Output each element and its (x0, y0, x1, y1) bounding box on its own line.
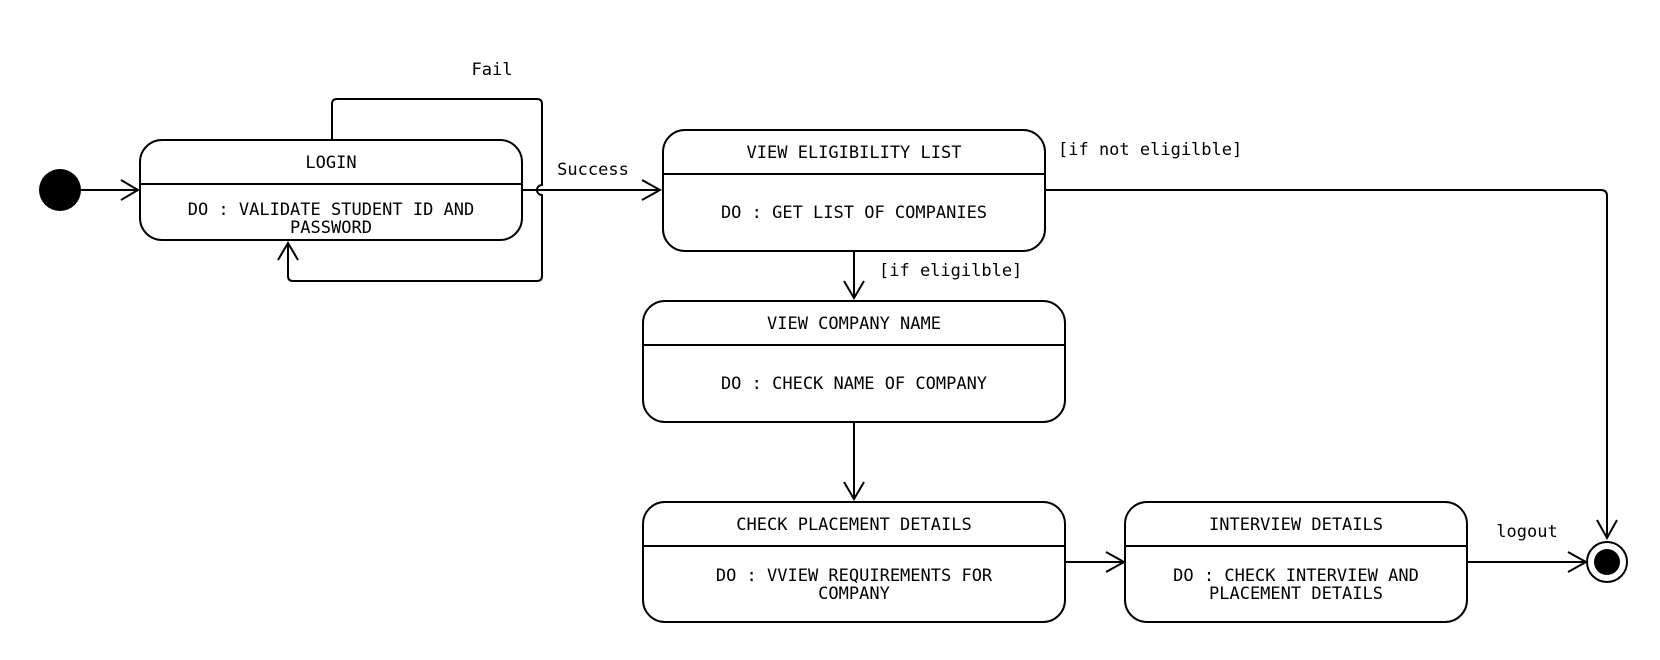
state-placement-activity-line1: DO : VVIEW REQUIREMENTS FOR (716, 566, 993, 586)
state-placement-name: CHECK PLACEMENT DETAILS (736, 515, 971, 535)
state-interview-activity-line1: DO : CHECK INTERVIEW AND (1173, 566, 1419, 586)
state-login-activity-line2: PASSWORD (290, 218, 372, 238)
transition-placement-to-interview (1065, 551, 1127, 573)
transition-success (522, 179, 663, 201)
state-company-name: VIEW COMPANY NAME (767, 314, 941, 334)
transition-logout-label: logout (1496, 522, 1557, 542)
state-view-company-name: VIEW COMPANY NAME DO : CHECK NAME OF COM… (642, 300, 1066, 423)
transition-eligible (843, 251, 865, 300)
state-interview-activity-line2: PLACEMENT DETAILS (1209, 584, 1383, 604)
final-state (1586, 541, 1628, 583)
transition-fail-label: Fail (472, 60, 513, 80)
transition-not-eligible (1045, 189, 1618, 541)
state-view-eligibility-list: VIEW ELIGIBILITY LIST DO : GET LIST OF C… (662, 129, 1046, 252)
state-check-placement-details: CHECK PLACEMENT DETAILS DO : VVIEW REQUI… (642, 501, 1066, 623)
state-interview-name: INTERVIEW DETAILS (1209, 515, 1383, 535)
state-interview-details: INTERVIEW DETAILS DO : CHECK INTERVIEW A… (1124, 501, 1468, 623)
transition-not-eligible-label: [if not eligilble] (1058, 140, 1242, 160)
transition-initial-to-login (81, 179, 140, 201)
transition-success-label: Success (557, 160, 629, 180)
state-login-activity-line1: DO : VALIDATE STUDENT ID AND (188, 200, 475, 220)
state-login: LOGIN DO : VALIDATE STUDENT ID AND PASSW… (139, 139, 523, 241)
state-login-name: LOGIN (305, 153, 356, 173)
state-eligibility-activity: DO : GET LIST OF COMPANIES (721, 203, 987, 223)
initial-state (39, 169, 81, 211)
state-company-activity: DO : CHECK NAME OF COMPANY (721, 374, 987, 394)
state-placement-activity-line2: COMPANY (818, 584, 890, 604)
transition-company-to-placement (843, 422, 865, 501)
state-eligibility-name: VIEW ELIGIBILITY LIST (747, 143, 962, 163)
transition-eligible-label: [if eligilble] (879, 261, 1022, 281)
transition-logout (1467, 551, 1589, 573)
